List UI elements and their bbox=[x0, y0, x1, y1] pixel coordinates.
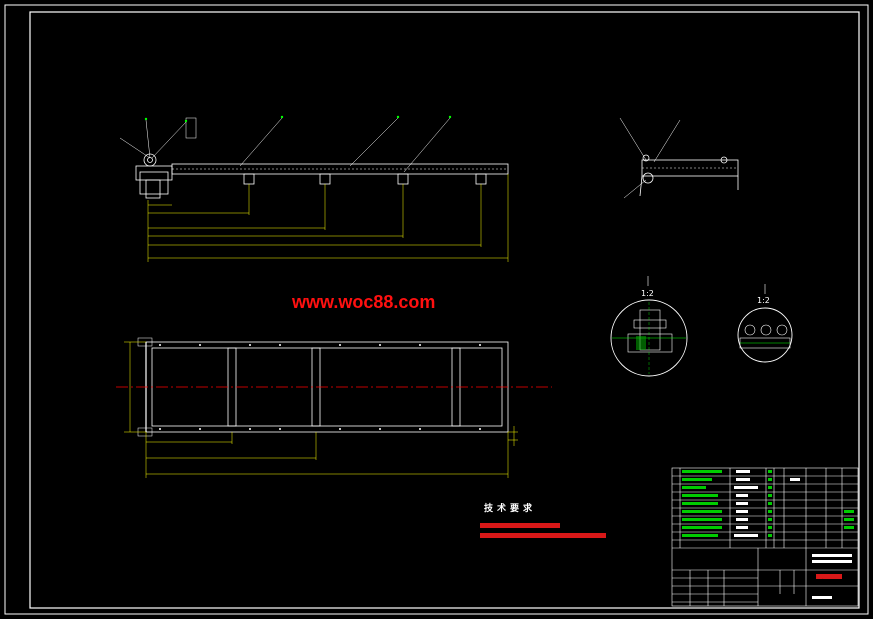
tech-requirements-title: 技术要求 bbox=[484, 502, 536, 514]
section-scale-right: 1:2 bbox=[757, 296, 770, 305]
front-cross-member-1 bbox=[243, 173, 255, 185]
section-detail-right: 1:2 bbox=[737, 284, 793, 363]
tech-requirement-line-1 bbox=[480, 523, 560, 528]
front-view-dimensions bbox=[147, 174, 509, 262]
title-block bbox=[671, 467, 859, 607]
drawing-border bbox=[4, 4, 869, 615]
side-view bbox=[619, 117, 739, 199]
front-view-leader-dots bbox=[144, 115, 452, 123]
front-left-bracket bbox=[139, 171, 169, 195]
section-detail-left: 1:2 bbox=[610, 276, 688, 377]
tech-requirement-line-2 bbox=[480, 533, 606, 538]
front-left-plate bbox=[145, 179, 161, 199]
front-cross-member-2 bbox=[319, 173, 331, 185]
front-cross-member-3 bbox=[397, 173, 409, 185]
side-pivot-circle bbox=[642, 172, 654, 184]
front-cross-member-4 bbox=[475, 173, 487, 185]
tech-requirements: 技术要求 bbox=[480, 502, 606, 538]
section-scale-left: 1:2 bbox=[641, 289, 654, 298]
front-pivot-circle bbox=[143, 153, 157, 167]
plan-view-holes bbox=[159, 344, 481, 430]
title-block-part-name: 副车架 bbox=[822, 578, 825, 581]
plan-view-dimensions bbox=[124, 341, 518, 478]
front-view-leaders bbox=[119, 117, 451, 173]
front-view bbox=[135, 153, 509, 199]
watermark-text: www.woc88.com bbox=[291, 292, 435, 312]
front-left-end bbox=[135, 165, 173, 181]
parts-list-marks bbox=[682, 470, 854, 599]
